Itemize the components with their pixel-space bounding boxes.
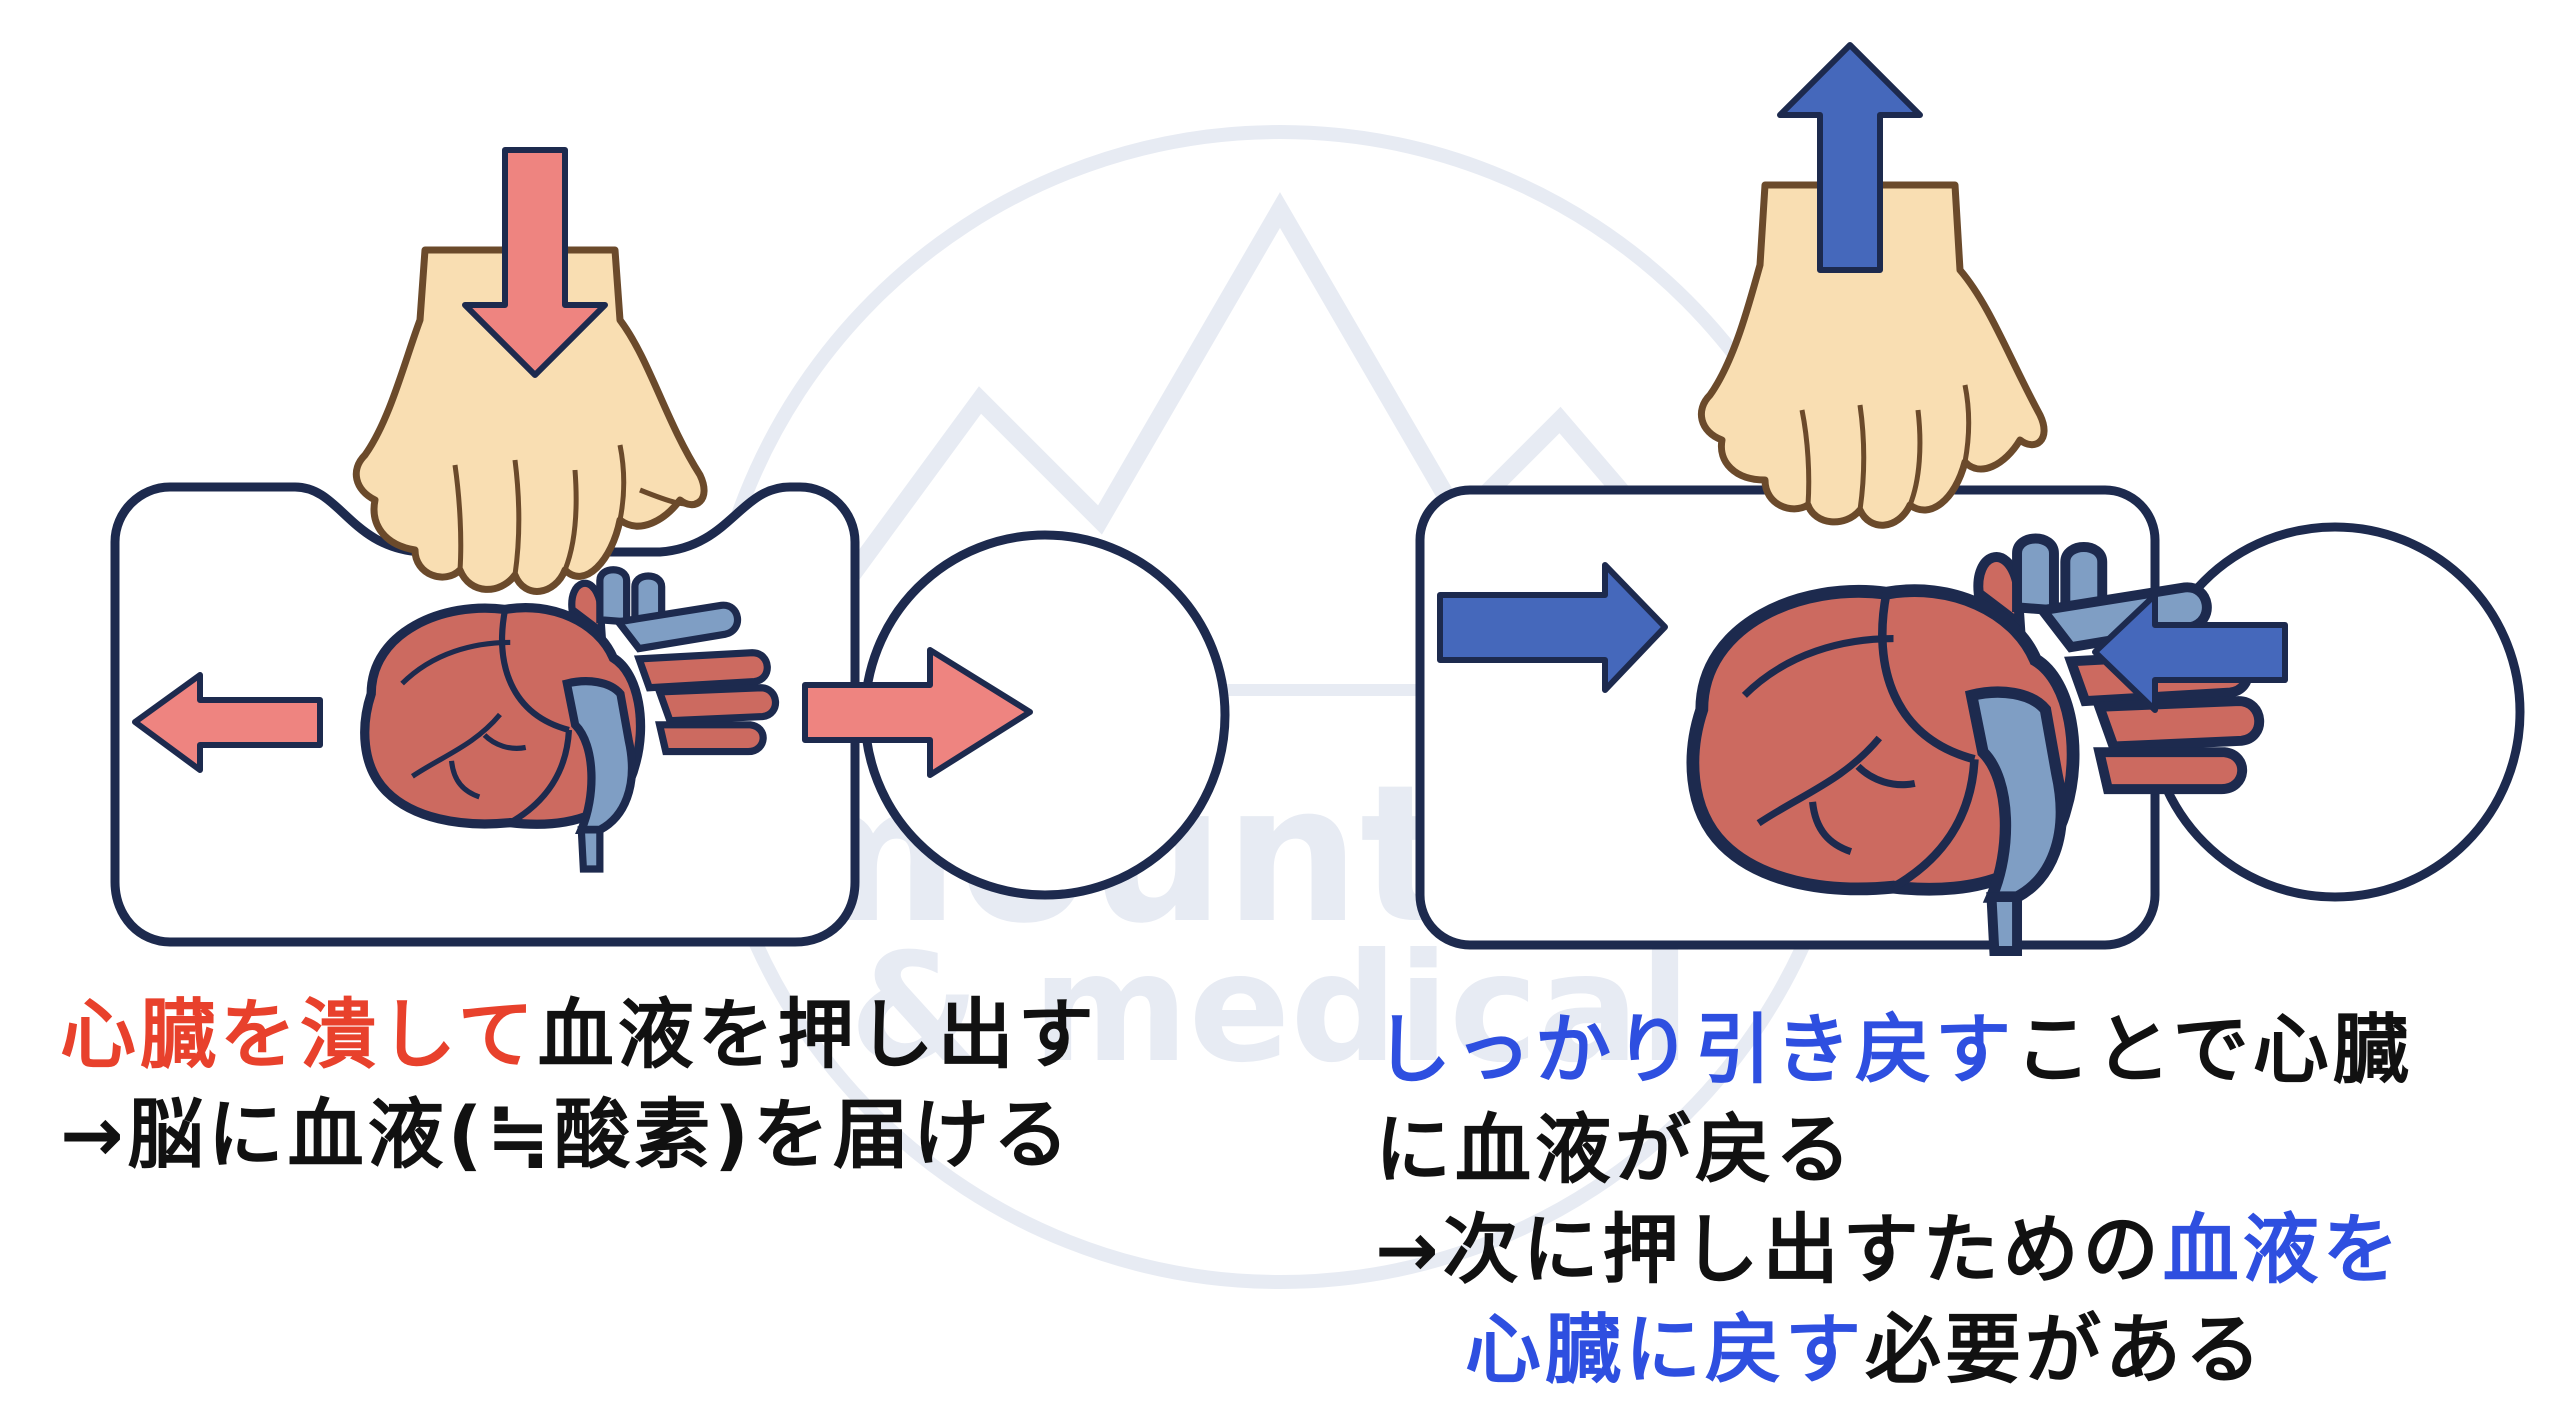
down-arrow-icon xyxy=(462,147,608,378)
inward-arrow-icon xyxy=(2092,592,2288,713)
caption-text: →脳に血液(≒酸素)を届ける xyxy=(60,1090,1073,1179)
caption-text: 血液を押し出す xyxy=(537,990,1098,1079)
inward-arrow-icon xyxy=(1437,562,1668,693)
emphasis-text: 血液を xyxy=(2162,1205,2403,1294)
hand-icon xyxy=(1698,181,2048,529)
emphasis-text: 心臓に戻す xyxy=(1465,1305,1865,1394)
right-caption-line2: に血液が戻る xyxy=(1375,1100,1855,1200)
right-caption-line4: 心臓に戻す必要がある xyxy=(1465,1300,2265,1400)
right-arrow-icon xyxy=(802,647,1033,778)
left-arrow-icon xyxy=(132,672,323,773)
compression-panel xyxy=(110,147,1230,947)
recoil-panel xyxy=(1415,42,2525,951)
caption-text: 必要がある xyxy=(1865,1305,2265,1394)
left-caption-line2: →脳に血液(≒酸素)を届ける xyxy=(60,1085,1073,1185)
right-caption-line3: →次に押し出すための血液を xyxy=(1375,1200,2403,1300)
emphasis-text: しっかり引き戻す xyxy=(1375,1005,2015,1094)
watermark-line2: & medical xyxy=(849,922,1690,1096)
caption-text: に血液が戻る xyxy=(1375,1105,1855,1194)
caption-text: →次に押し出すための xyxy=(1375,1205,2163,1294)
hand-icon xyxy=(352,246,708,595)
caption-text: ことで心臓 xyxy=(2015,1005,2413,1094)
left-caption-line1: 心臓を潰して血液を押し出す xyxy=(60,985,1098,1085)
right-caption-line1: しっかり引き戻すことで心臓 xyxy=(1375,1000,2413,1100)
emphasis-text: 心臓を潰して xyxy=(60,990,538,1079)
up-arrow-icon xyxy=(1777,42,1923,273)
